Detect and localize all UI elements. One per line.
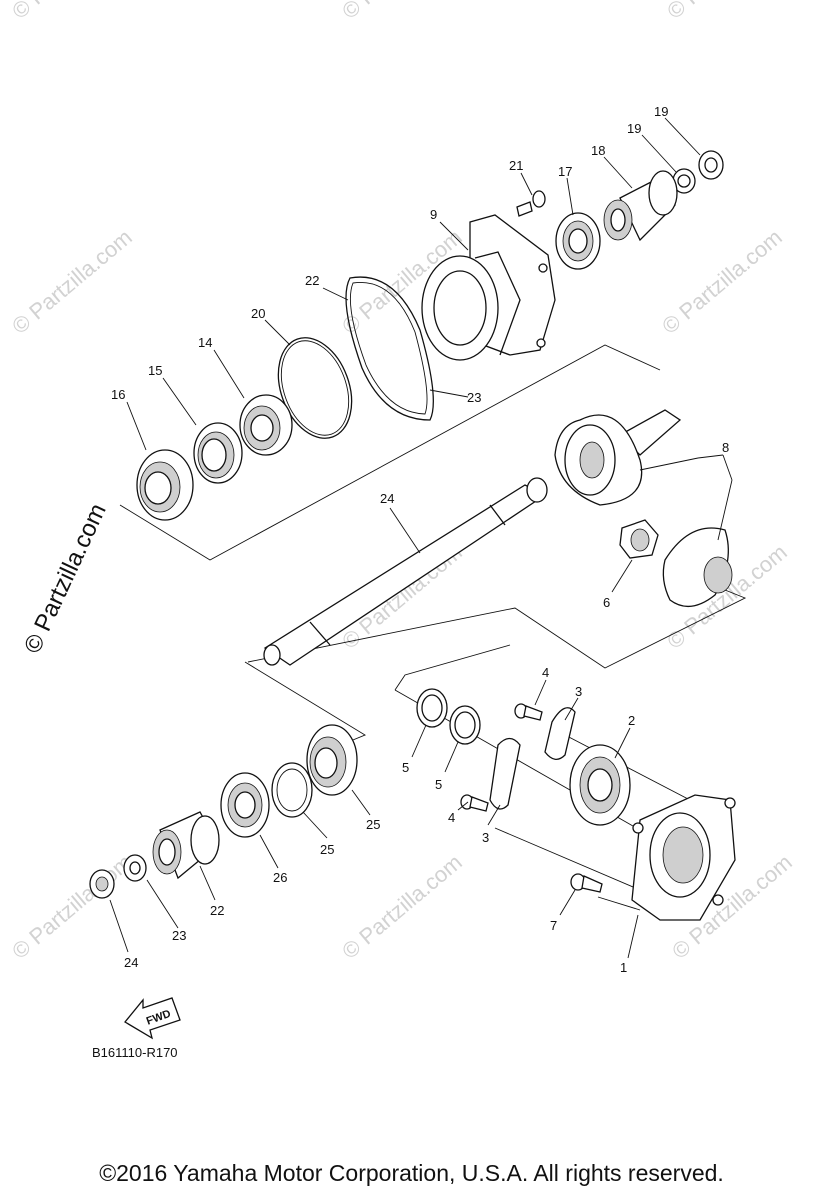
part-2-bearing bbox=[569, 744, 631, 826]
callout-5-right: 5 bbox=[435, 777, 442, 792]
callout-15: 19 bbox=[627, 121, 641, 136]
callout-overlay: 25 26 22 23 24 bbox=[124, 842, 335, 970]
callout-19-bottom: 23 bbox=[467, 390, 481, 405]
part-8-gear-set bbox=[554, 409, 733, 607]
part-26-oil-seal bbox=[220, 772, 270, 838]
part-18-bolt bbox=[516, 190, 546, 217]
callout-24: 24 bbox=[124, 955, 139, 970]
callout-7: 7 bbox=[550, 918, 557, 933]
callout-20: 24 bbox=[380, 491, 394, 506]
callout-9: 9 bbox=[430, 207, 437, 222]
part-6-nut bbox=[619, 519, 659, 559]
part-12-bearing bbox=[136, 449, 194, 521]
callout-22: 22 bbox=[210, 903, 225, 918]
leader-lines bbox=[109, 117, 733, 959]
part-3-plates bbox=[489, 707, 576, 810]
part-25-circlip bbox=[271, 762, 313, 818]
callout-11: 15 bbox=[148, 363, 162, 378]
callout-3-top: 3 bbox=[575, 684, 582, 699]
part-19-gasket bbox=[345, 276, 434, 421]
part-10-bearing bbox=[239, 394, 293, 456]
copyright-notice: ©2016 Yamaha Motor Corporation, U.S.A. A… bbox=[99, 1160, 724, 1186]
part-21-bearing bbox=[306, 724, 358, 796]
part-9-housing bbox=[421, 214, 556, 361]
part-13-oil-seal bbox=[555, 212, 601, 270]
callout-17: 20 bbox=[251, 306, 265, 321]
callout-2: 2 bbox=[628, 713, 635, 728]
part-24-nut bbox=[89, 869, 115, 899]
part-4-screws bbox=[460, 703, 543, 812]
callout-10: 14 bbox=[198, 335, 212, 350]
callout-19-top: 22 bbox=[305, 273, 319, 288]
callout-26: 26 bbox=[273, 870, 288, 885]
part-7-bolt bbox=[570, 873, 603, 893]
part-14-coupling bbox=[603, 170, 678, 242]
part-16-cap-nut bbox=[698, 150, 724, 180]
callout-13: 17 bbox=[558, 164, 572, 179]
callout-numbers: 19 19 18 17 21 9 22 23 20 14 15 16 8 24 … bbox=[111, 104, 729, 975]
callout-6: 6 bbox=[603, 595, 610, 610]
part-23-washer bbox=[123, 854, 147, 882]
callout-14: 18 bbox=[591, 143, 605, 158]
part-1-housing bbox=[631, 794, 736, 921]
callout-21: 25 bbox=[366, 817, 380, 832]
callout-18: 21 bbox=[509, 158, 523, 173]
part-20-shaft bbox=[263, 477, 548, 666]
exploded-parts-diagram: © Partzilla.com © Partzilla.com © Partzi… bbox=[7, 0, 797, 1060]
fwd-arrow: FWD bbox=[124, 997, 181, 1040]
callout-5-left: 5 bbox=[402, 760, 409, 775]
part-17-o-ring bbox=[277, 337, 353, 439]
callout-1: 1 bbox=[620, 960, 627, 975]
callout-4-bottom: 4 bbox=[448, 810, 455, 825]
callout-12: 16 bbox=[111, 387, 125, 402]
part-5-shims bbox=[416, 688, 481, 745]
callout-8: 8 bbox=[722, 440, 729, 455]
callout-4-top: 4 bbox=[542, 665, 549, 680]
callout-3-bottom: 3 bbox=[482, 830, 489, 845]
part-22-coupling bbox=[152, 811, 220, 880]
callout-25: 25 bbox=[320, 842, 335, 857]
callout-23: 23 bbox=[172, 928, 187, 943]
callout-16: 19 bbox=[654, 104, 668, 119]
part-11-needle-bearing bbox=[193, 422, 243, 484]
diagram-code: B161110-R170 bbox=[92, 1045, 178, 1060]
